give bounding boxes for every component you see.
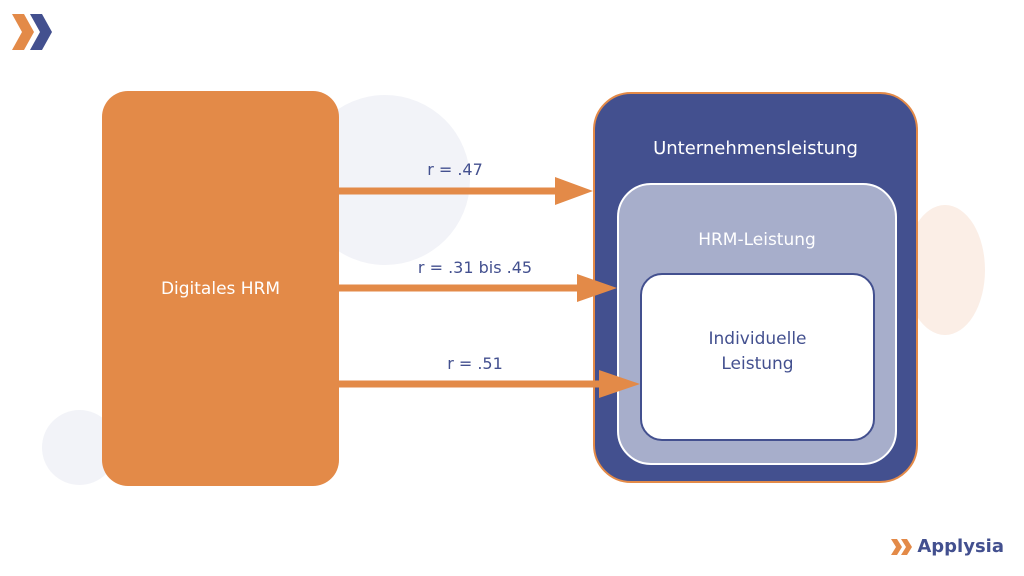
brand-logo: Applysia <box>891 536 1004 557</box>
background-circle <box>905 205 985 335</box>
double-chevron-logo-icon <box>12 14 52 50</box>
arrow-company-performance <box>339 177 593 205</box>
arrow-label-company: r = .47 <box>427 160 483 179</box>
individual-performance-box: Individuelle Leistung <box>640 273 875 441</box>
arrow-hrm-performance <box>339 274 617 302</box>
arrow-label-individual: r = .51 <box>447 354 503 373</box>
hrm-performance-label: HRM-Leistung <box>698 230 816 250</box>
individual-performance-label: Individuelle Leistung <box>708 329 807 374</box>
digital-hrm-box: Digitales HRM <box>102 91 339 486</box>
brand-name: Applysia <box>917 536 1004 557</box>
arrow-label-hrm: r = .31 bis .45 <box>417 258 533 277</box>
arrow-individual-performance <box>339 370 640 398</box>
double-chevron-brand-icon <box>891 538 913 555</box>
company-performance-label: Unternehmensleistung <box>653 138 858 159</box>
digital-hrm-label: Digitales HRM <box>160 278 281 299</box>
